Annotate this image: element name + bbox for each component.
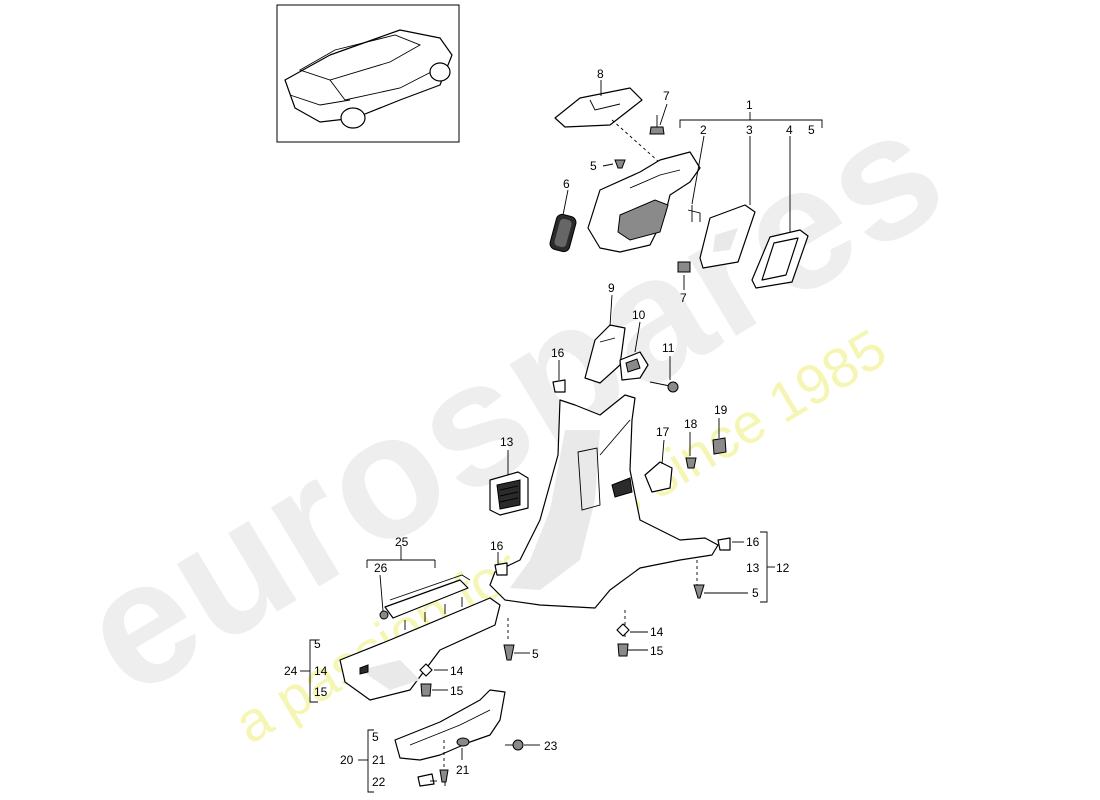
clip-16-right: [717, 537, 731, 551]
part-8-bracket: [554, 87, 669, 171]
callout-5-group-left: 5: [314, 637, 321, 651]
callout-2: 2: [700, 123, 707, 137]
clip-16-top: [552, 379, 566, 393]
part-2-clip: [687, 205, 701, 222]
callout-7-top: 7: [663, 89, 670, 103]
screw-7-bottom: [677, 261, 691, 273]
callout-16-right: 16: [746, 535, 760, 549]
callout-20: 20: [340, 753, 354, 767]
callout-14-left2: 14: [450, 664, 464, 678]
fasteners-middle: [503, 610, 630, 661]
screw-23: [505, 739, 524, 751]
callout-15-left2: 15: [450, 684, 464, 698]
part-13-vent: [489, 471, 529, 516]
callout-22: 22: [372, 775, 386, 789]
part-21-plug: [456, 737, 470, 747]
callout-15-left: 15: [314, 685, 328, 699]
callout-18: 18: [684, 417, 698, 431]
part-20-bracket: [394, 689, 506, 787]
part-24-sill-trim: [339, 597, 501, 701]
callout-9: 9: [608, 281, 615, 295]
callout-4: 4: [786, 123, 793, 137]
callout-5-group-bottom: 5: [372, 730, 379, 744]
part-10-latch: [619, 351, 649, 381]
callout-6: 6: [563, 177, 570, 191]
callout-labels: 1 2 3 4 5 8 7 5 6 7 9 10 11 16 19 18 17 …: [284, 67, 815, 789]
callout-10: 10: [632, 308, 646, 322]
callout-13-vent: 13: [500, 435, 514, 449]
callout-16-top: 16: [551, 346, 565, 360]
callout-25: 25: [395, 535, 409, 549]
upper-pillar-trim: [587, 151, 701, 253]
leader-lines: [300, 80, 823, 793]
callout-17: 17: [656, 425, 670, 439]
callout-5-screw: 5: [590, 159, 597, 173]
clip-16-left: [494, 562, 508, 576]
part-11-screw: [649, 381, 679, 393]
part-17-cap: [644, 461, 673, 493]
callout-16-left: 16: [490, 539, 504, 553]
callout-3: 3: [746, 123, 753, 137]
part-25-sill-plate: [379, 574, 471, 630]
screw-18: [685, 457, 697, 469]
clip-19: [712, 437, 727, 455]
callout-14-left: 14: [314, 664, 328, 678]
vehicle-thumbnail: [276, 4, 460, 143]
callout-7-bottom: 7: [680, 291, 687, 305]
fasteners-left: [419, 663, 433, 697]
callout-23: 23: [544, 739, 558, 753]
callout-15-mid: 15: [650, 644, 664, 658]
callout-14-mid: 14: [650, 625, 664, 639]
screw-7-top: [649, 115, 665, 135]
callout-8: 8: [597, 67, 604, 81]
callout-21: 21: [456, 763, 470, 777]
callout-11: 11: [662, 341, 675, 355]
part-3-cover: [699, 204, 756, 269]
callout-21-group: 21: [372, 753, 386, 767]
screw-5-top: [614, 159, 626, 169]
part-6-grille: [549, 213, 577, 253]
screw-5-right: [693, 560, 705, 599]
callout-5-mid: 5: [532, 647, 539, 661]
callout-12: 12: [776, 561, 790, 575]
callout-26: 26: [374, 561, 388, 575]
part-4-frame: [751, 229, 809, 289]
callout-5-group-right: 5: [752, 586, 759, 600]
callout-13-group: 13: [746, 561, 760, 575]
callout-1: 1: [746, 98, 753, 112]
callout-19: 19: [714, 403, 728, 417]
callout-5-top: 5: [808, 123, 815, 137]
callout-24: 24: [284, 664, 298, 678]
